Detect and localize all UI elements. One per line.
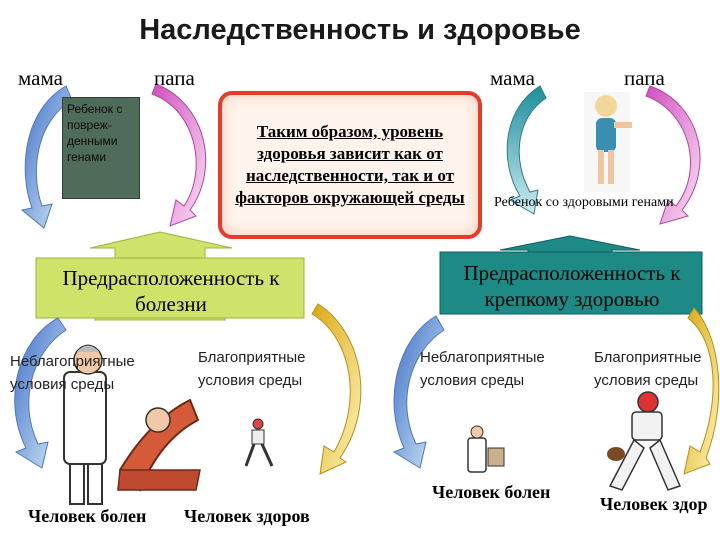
- right-mother-arc: [506, 85, 547, 215]
- right-mother-label: мама: [490, 66, 535, 90]
- left-mother-arc: [20, 85, 73, 229]
- right-sick-label: Человек болен: [432, 482, 551, 502]
- small-baseball-player: [244, 418, 274, 467]
- right-father-label: папа: [624, 66, 665, 90]
- healthy-child-photo: [584, 92, 632, 192]
- left-favorable-label: Благоприятные условия среды: [198, 349, 306, 389]
- right-father-arc: [645, 85, 701, 225]
- right-unfavorable-label: Неблагоприятные условия среды: [420, 349, 545, 389]
- page-title: Наследственность и здоровье: [139, 14, 581, 46]
- left-mother-label: мама: [18, 66, 63, 90]
- left-sick-label: Человек болен: [28, 506, 147, 526]
- left-father-arc: [151, 83, 207, 227]
- left-predisposition-label: Предрасположенность к болезни: [62, 266, 280, 316]
- right-unfavorable-arc: [392, 315, 445, 469]
- left-father-label: папа: [154, 66, 195, 90]
- conclusion-box: Таким образом, уровень здоровья зависит …: [218, 91, 482, 239]
- left-unfavorable-label: Неблагоприятные условия среды: [10, 353, 135, 393]
- small-doctor-illustration: [467, 425, 505, 473]
- left-healthy-label: Человек здоров: [184, 506, 310, 526]
- healthy-child-label: Ребенок со здоровыми генами: [494, 195, 674, 210]
- right-healthy-label: Человек здор: [600, 494, 708, 514]
- doctor-patient-illustration: [63, 344, 201, 505]
- large-baseball-player: [607, 391, 682, 491]
- left-favorable-arc: [311, 303, 362, 475]
- right-favorable-label: Благоприятные условия среды: [594, 349, 702, 389]
- damaged-child-box: Ребенок с повреж-денными генами: [62, 97, 140, 199]
- left-unfavorable-arc: [14, 317, 67, 469]
- right-predisposition-label: Предрасположенность к крепкому здоровью: [463, 261, 681, 311]
- conclusion-text: Таким образом, уровень здоровья зависит …: [235, 122, 465, 207]
- right-favorable-arc: [683, 307, 720, 475]
